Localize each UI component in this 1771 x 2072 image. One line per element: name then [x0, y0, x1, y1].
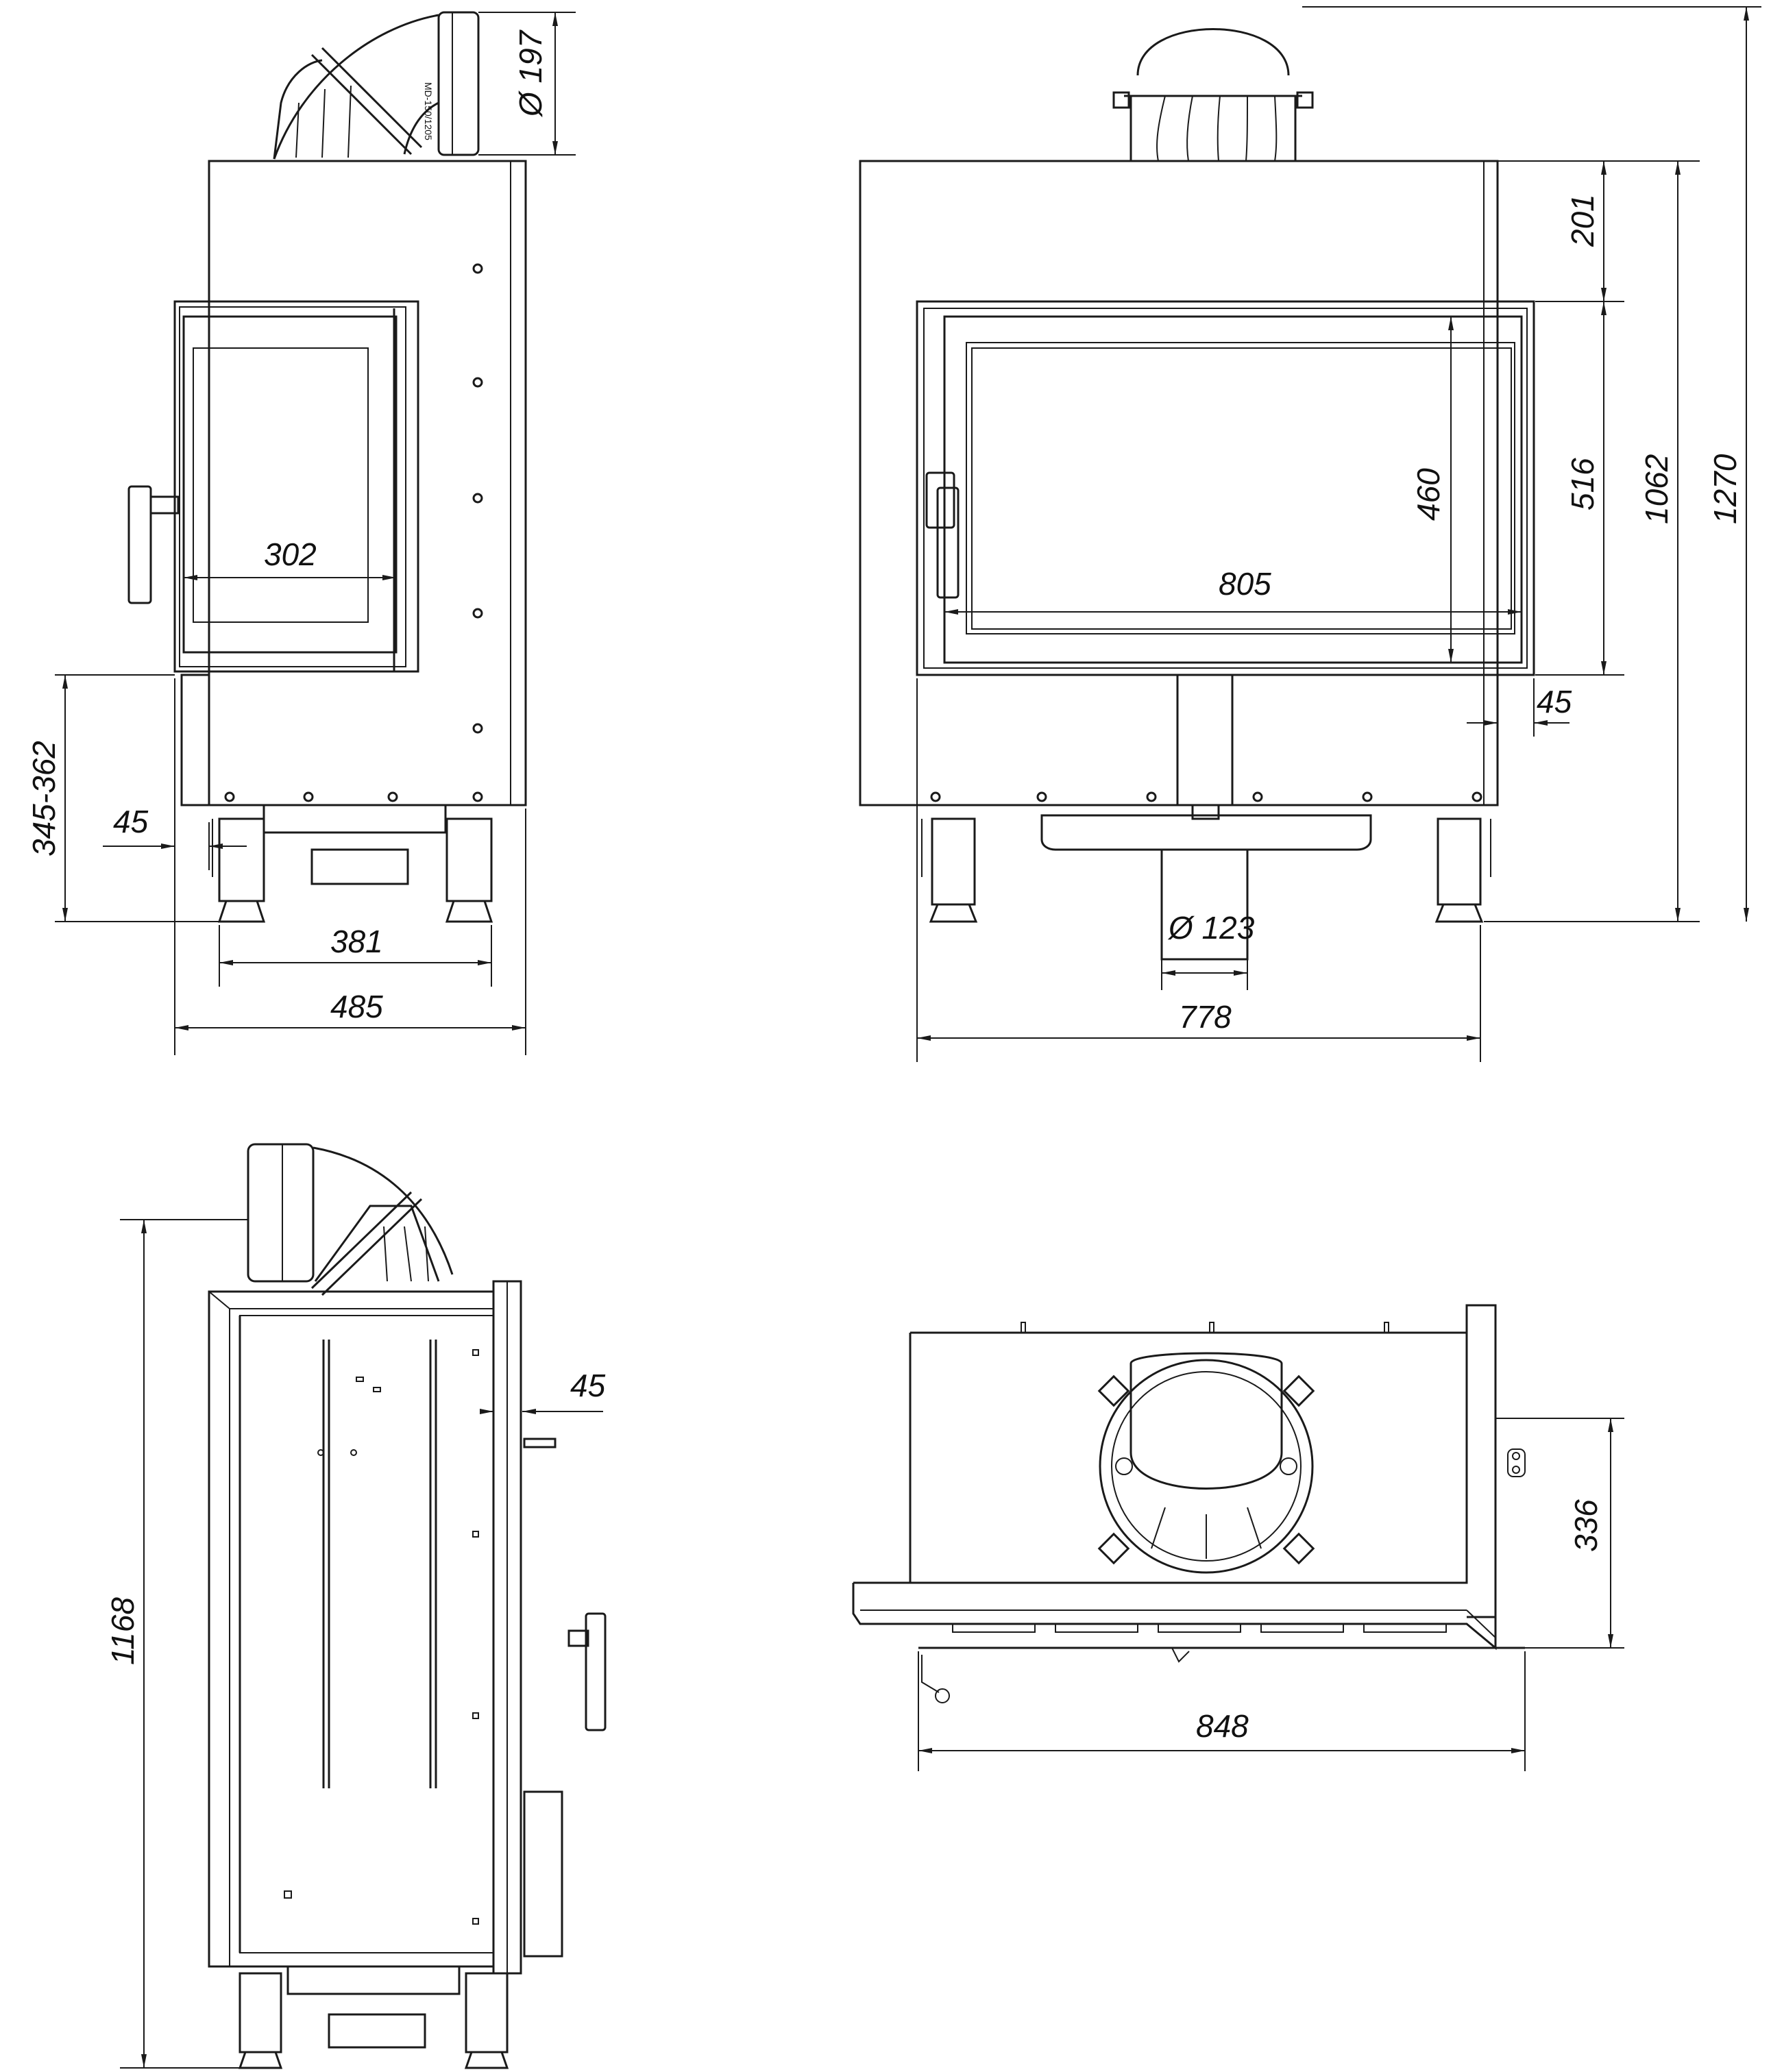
- label-top-depth: 336: [1568, 1499, 1604, 1552]
- side-door-frame: [173, 300, 419, 673]
- side-door-handle: [127, 485, 152, 604]
- dim-top-to-door: 201: [1565, 161, 1607, 301]
- back-door-handle: [585, 1612, 607, 1731]
- dim-flue-top-diameter: Ø 197: [478, 12, 576, 156]
- top-view: 336 848: [852, 1304, 1624, 1771]
- label-back-offset: 45: [570, 1368, 606, 1403]
- dim-top-width: 848: [918, 1651, 1526, 1771]
- side-feet: [212, 817, 493, 923]
- dim-total-height: 1270: [1707, 7, 1749, 922]
- label-body-height: 1062: [1639, 454, 1674, 524]
- front-glass: [943, 315, 1523, 664]
- label-total-height: 1270: [1707, 454, 1743, 524]
- front-ashpan: [1040, 814, 1372, 851]
- label-glass-width-side: 302: [264, 536, 317, 572]
- back-body: [208, 1290, 495, 1968]
- label-top-to-door: 201: [1565, 194, 1600, 247]
- front-flue-dome: [1112, 28, 1314, 162]
- dim-width-front: 778: [916, 678, 1481, 1062]
- dim-top-depth: 336: [1495, 1418, 1624, 1649]
- back-flue-elbow: [247, 1143, 454, 1296]
- side-flue-elbow: MD-150/1205: [273, 11, 480, 160]
- side-view: MD-150/1205: [26, 11, 576, 1055]
- front-rivets: [930, 791, 1482, 802]
- label-door-bottom-height: 345-362: [26, 741, 62, 856]
- side-glass: [182, 315, 398, 654]
- dim-door-height-front: 516: [1565, 301, 1607, 675]
- label-flue-top-diameter: Ø 197: [513, 29, 548, 118]
- back-holes: [284, 1349, 479, 1925]
- dim-body-height: 1062: [1639, 161, 1681, 922]
- label-glass-height-front: 460: [1410, 468, 1446, 521]
- flue-label: MD-150/1205: [423, 82, 434, 140]
- front-air-inlet: [1160, 848, 1249, 961]
- label-back-height: 1168: [105, 1597, 141, 1665]
- dim-air-inlet-diameter: Ø 123: [1161, 910, 1255, 990]
- dim-feet-spacing-side: 381: [219, 924, 492, 987]
- label-depth-side: 485: [330, 989, 383, 1024]
- front-feet: [921, 817, 1491, 923]
- dim-front-side-offset: 45: [1467, 678, 1572, 737]
- dim-back-height: 1168: [105, 1219, 248, 2069]
- dim-back-offset: 45: [480, 1368, 606, 1414]
- top-body-outline: [910, 1304, 1497, 1618]
- dim-glass-height-front: 460: [1410, 317, 1454, 663]
- front-air-duct: [1176, 674, 1234, 806]
- front-door-handle: [925, 471, 955, 529]
- label-side-offset-left: 45: [113, 804, 149, 839]
- back-ashpan: [328, 2013, 426, 2049]
- dim-glass-width-front: 805: [944, 566, 1522, 615]
- label-front-side-offset: 45: [1537, 684, 1572, 719]
- top-details: [921, 1322, 1526, 1703]
- label-air-inlet-diameter: Ø 123: [1167, 910, 1255, 946]
- dim-body-height-lines: [1302, 6, 1761, 922]
- back-feet: [238, 1972, 509, 2069]
- dim-door-bottom-height: 345-362: [26, 674, 219, 922]
- label-glass-width-front: 805: [1219, 566, 1271, 602]
- front-body: [859, 160, 1499, 806]
- back-view: 1168 45: [105, 1143, 607, 2069]
- top-flue-ring: [1097, 1352, 1315, 1574]
- label-top-width: 848: [1196, 1708, 1249, 1744]
- front-view: 201 516 1062 1270 460 805 45: [859, 6, 1761, 1062]
- label-door-height-front: 516: [1565, 458, 1600, 510]
- dim-depth-side: 485: [174, 678, 526, 1055]
- side-ashpan: [310, 848, 409, 885]
- side-rivets: [224, 263, 483, 802]
- label-feet-spacing-side: 381: [330, 924, 383, 959]
- dim-glass-width-side: 302: [184, 536, 396, 580]
- label-width-front: 778: [1179, 999, 1232, 1035]
